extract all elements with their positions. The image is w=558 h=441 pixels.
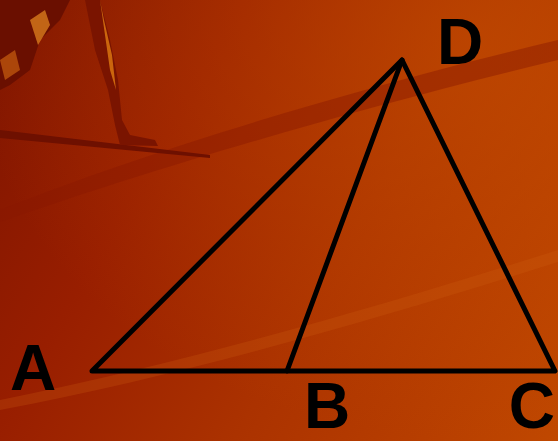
board — [0, 130, 210, 158]
point-label: C — [509, 374, 555, 438]
streak — [0, 250, 558, 410]
point-label: B — [304, 374, 350, 438]
athlete-silhouette — [0, 0, 158, 146]
triangle — [92, 60, 555, 371]
point-label: A — [10, 336, 56, 400]
triangle-adc — [92, 60, 555, 371]
point-label: D — [437, 10, 483, 74]
segment-db — [287, 60, 402, 371]
